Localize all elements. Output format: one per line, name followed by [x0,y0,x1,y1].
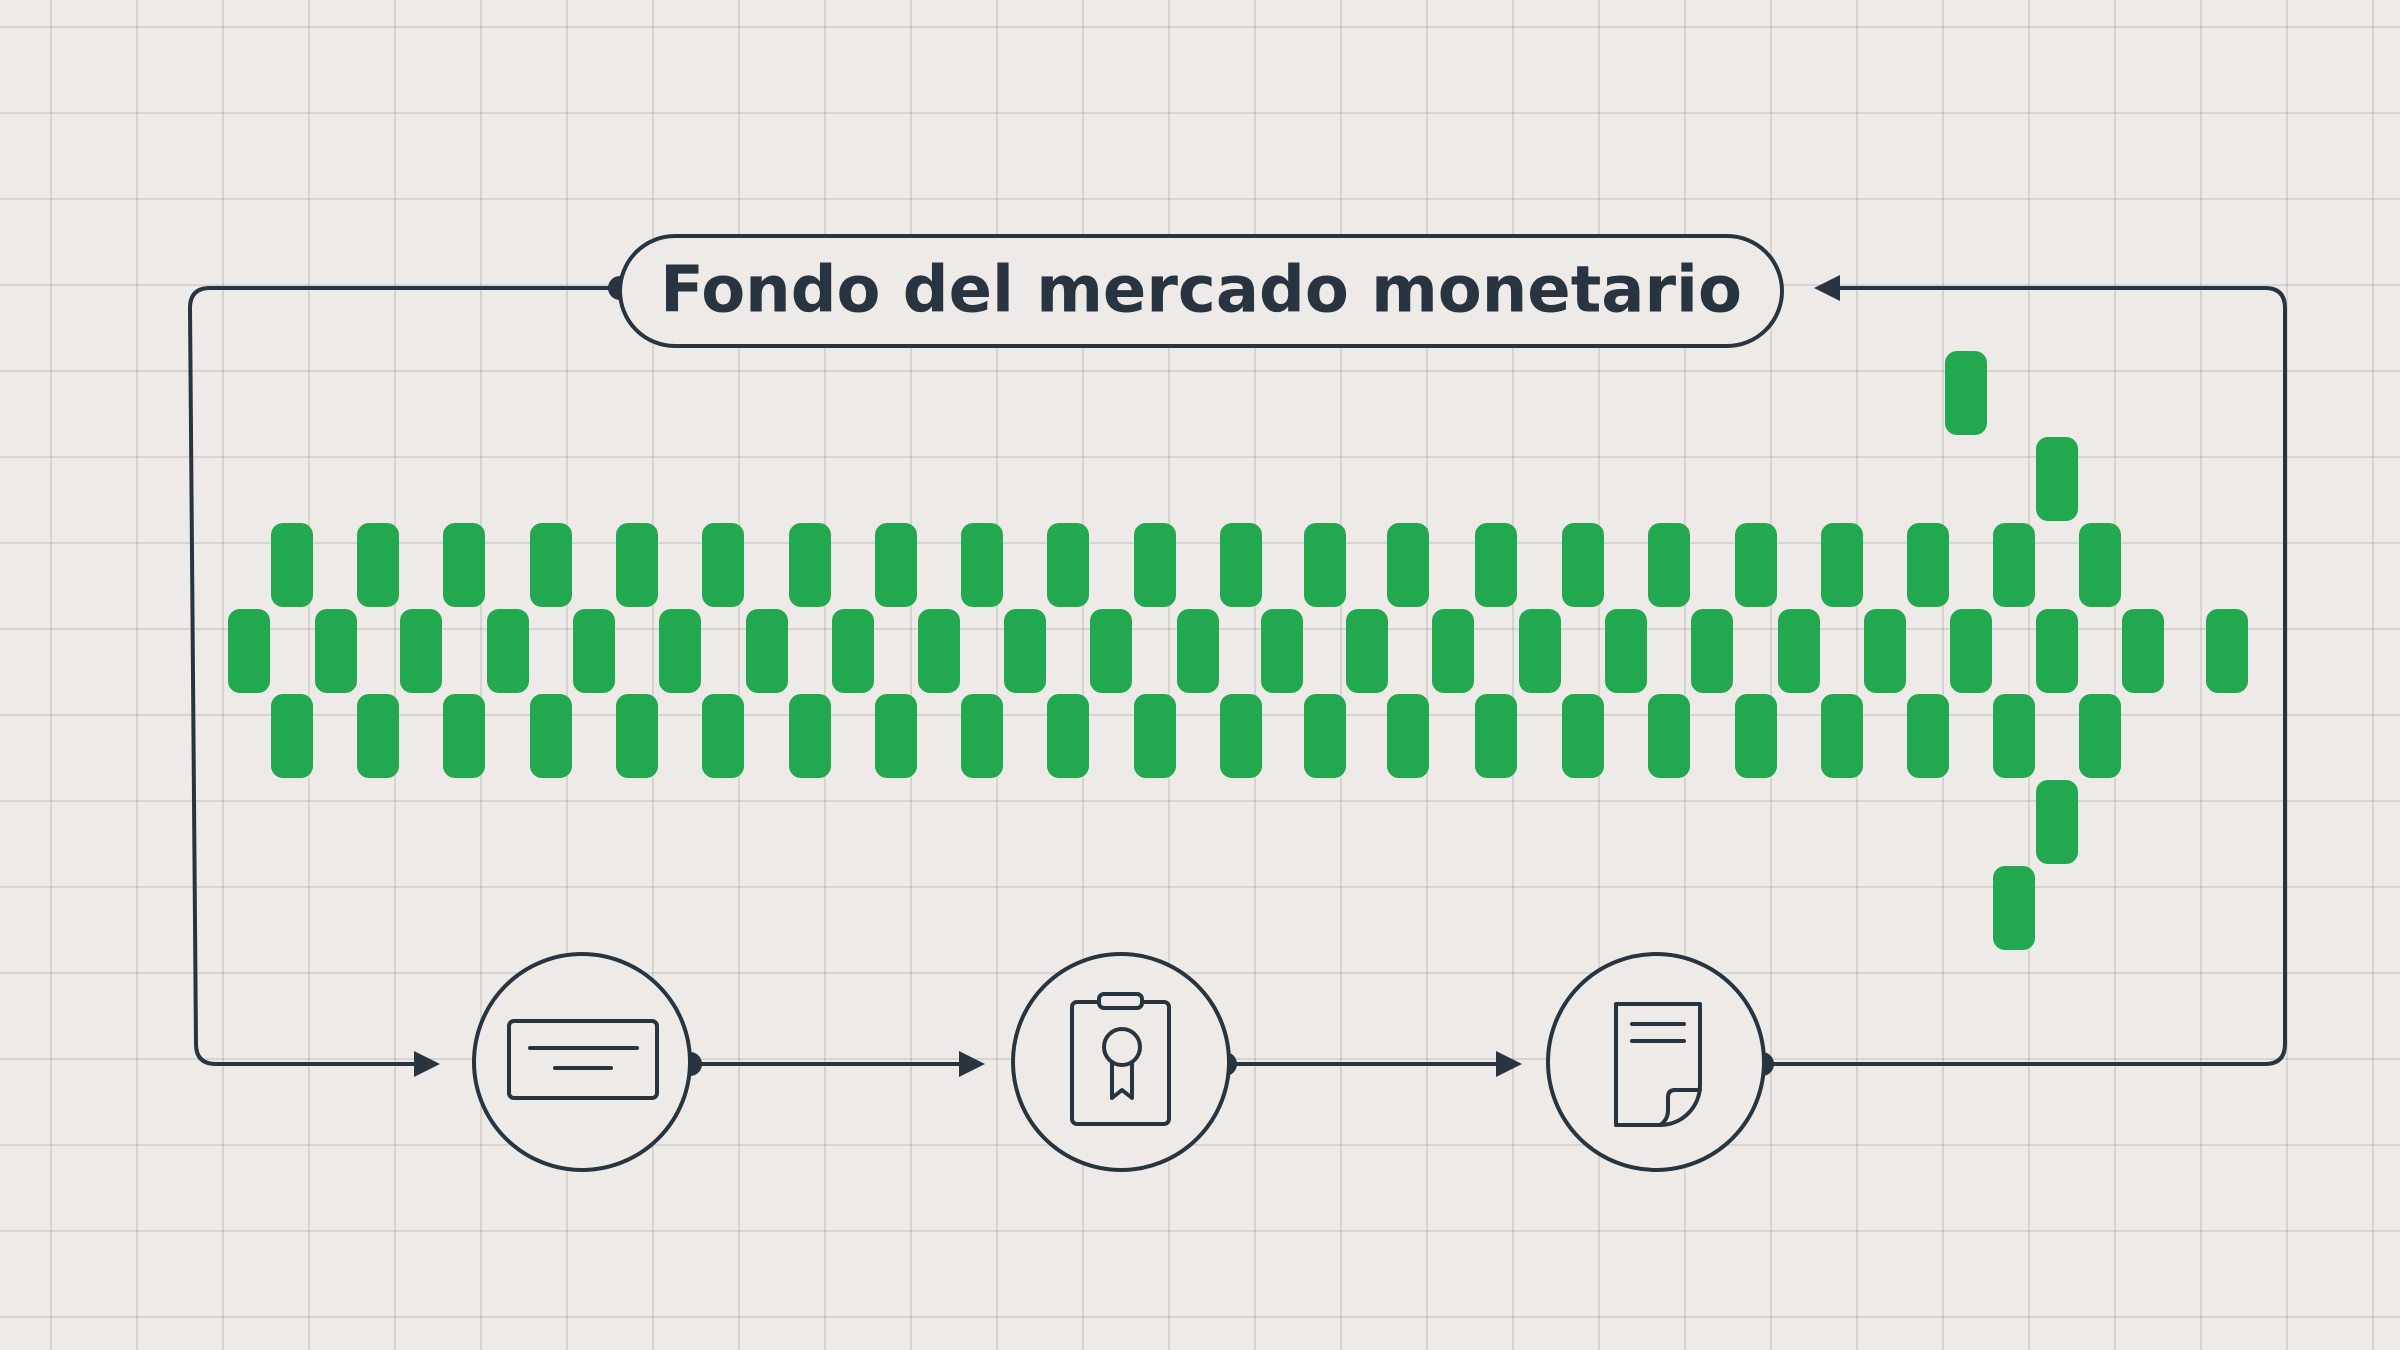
green-dash [1177,609,1219,693]
green-dash [616,694,658,778]
green-dash [1950,609,1992,693]
green-dash [2036,780,2078,864]
green-dash [616,523,658,607]
green-dash [1562,523,1604,607]
node-document [1546,952,1766,1172]
green-dash [1993,523,2035,607]
green-dash [1864,609,1906,693]
arrowhead-into-certificate [959,1051,985,1077]
green-dash [1261,609,1303,693]
green-dash [487,609,529,693]
arrowhead-into-title [1814,275,1840,301]
green-dash [1475,523,1517,607]
green-dash [918,609,960,693]
green-dash [2079,694,2121,778]
green-dash [2036,609,2078,693]
green-dash [1090,609,1132,693]
green-dash [530,694,572,778]
green-dash [1993,866,2035,950]
green-dash [1387,523,1429,607]
green-dash [443,523,485,607]
green-dash [1519,609,1561,693]
green-dash [702,694,744,778]
green-dash [1047,694,1089,778]
title-text: Fondo del mercado monetario [660,254,1742,328]
green-dash [315,609,357,693]
green-dash [228,609,270,693]
green-dash [1907,694,1949,778]
green-dash [832,609,874,693]
payment-card-icon [507,1019,659,1100]
green-dash [1691,609,1733,693]
green-dash [789,694,831,778]
green-dash [1993,694,2035,778]
green-dash [2079,523,2121,607]
green-dash [659,609,701,693]
green-dash [573,609,615,693]
green-dash [2206,609,2248,693]
green-dash [2122,609,2164,693]
green-dash [1907,523,1949,607]
green-dash [1220,694,1262,778]
green-dash [1821,523,1863,607]
green-dash [1047,523,1089,607]
document-icon [1614,1002,1702,1127]
green-dash [1778,609,1820,693]
green-dash [1605,609,1647,693]
green-dash [1304,694,1346,778]
green-dash [1475,694,1517,778]
green-dash [1735,523,1777,607]
title-pill: Fondo del mercado monetario [618,234,1784,348]
connector-title-to-card [188,286,620,1066]
green-dash [702,523,744,607]
green-dash [875,523,917,607]
green-dash [961,694,1003,778]
green-dash [357,694,399,778]
green-dash [271,694,313,778]
green-dash [1134,694,1176,778]
green-dash-arrow [228,351,2248,950]
node-payment-card [472,952,692,1172]
green-dash [1304,523,1346,607]
green-dash [1387,694,1429,778]
green-dash [1562,694,1604,778]
flow-connectors [188,286,2287,1066]
green-dash [400,609,442,693]
green-dash [1004,609,1046,693]
arrowhead-into-card [414,1051,440,1077]
green-dash [1648,694,1690,778]
green-dash [1346,609,1388,693]
green-dash [875,694,917,778]
green-dash [746,609,788,693]
green-dash [1648,523,1690,607]
green-dash [1735,694,1777,778]
node-certificate [1011,952,1231,1172]
green-dash [789,523,831,607]
green-dash [271,523,313,607]
green-dash [357,523,399,607]
arrowhead-into-document [1496,1051,1522,1077]
green-dash [1821,694,1863,778]
green-dash [443,694,485,778]
green-dash [1134,523,1176,607]
certificate-clipboard-icon [1070,992,1171,1126]
green-dash [961,523,1003,607]
green-dash [2036,437,2078,521]
green-dash [1432,609,1474,693]
connector-document-to-title [1762,286,2287,1066]
green-dash [1220,523,1262,607]
green-dash [1945,351,1987,435]
green-dash [530,523,572,607]
arrowheads [414,275,1840,1077]
